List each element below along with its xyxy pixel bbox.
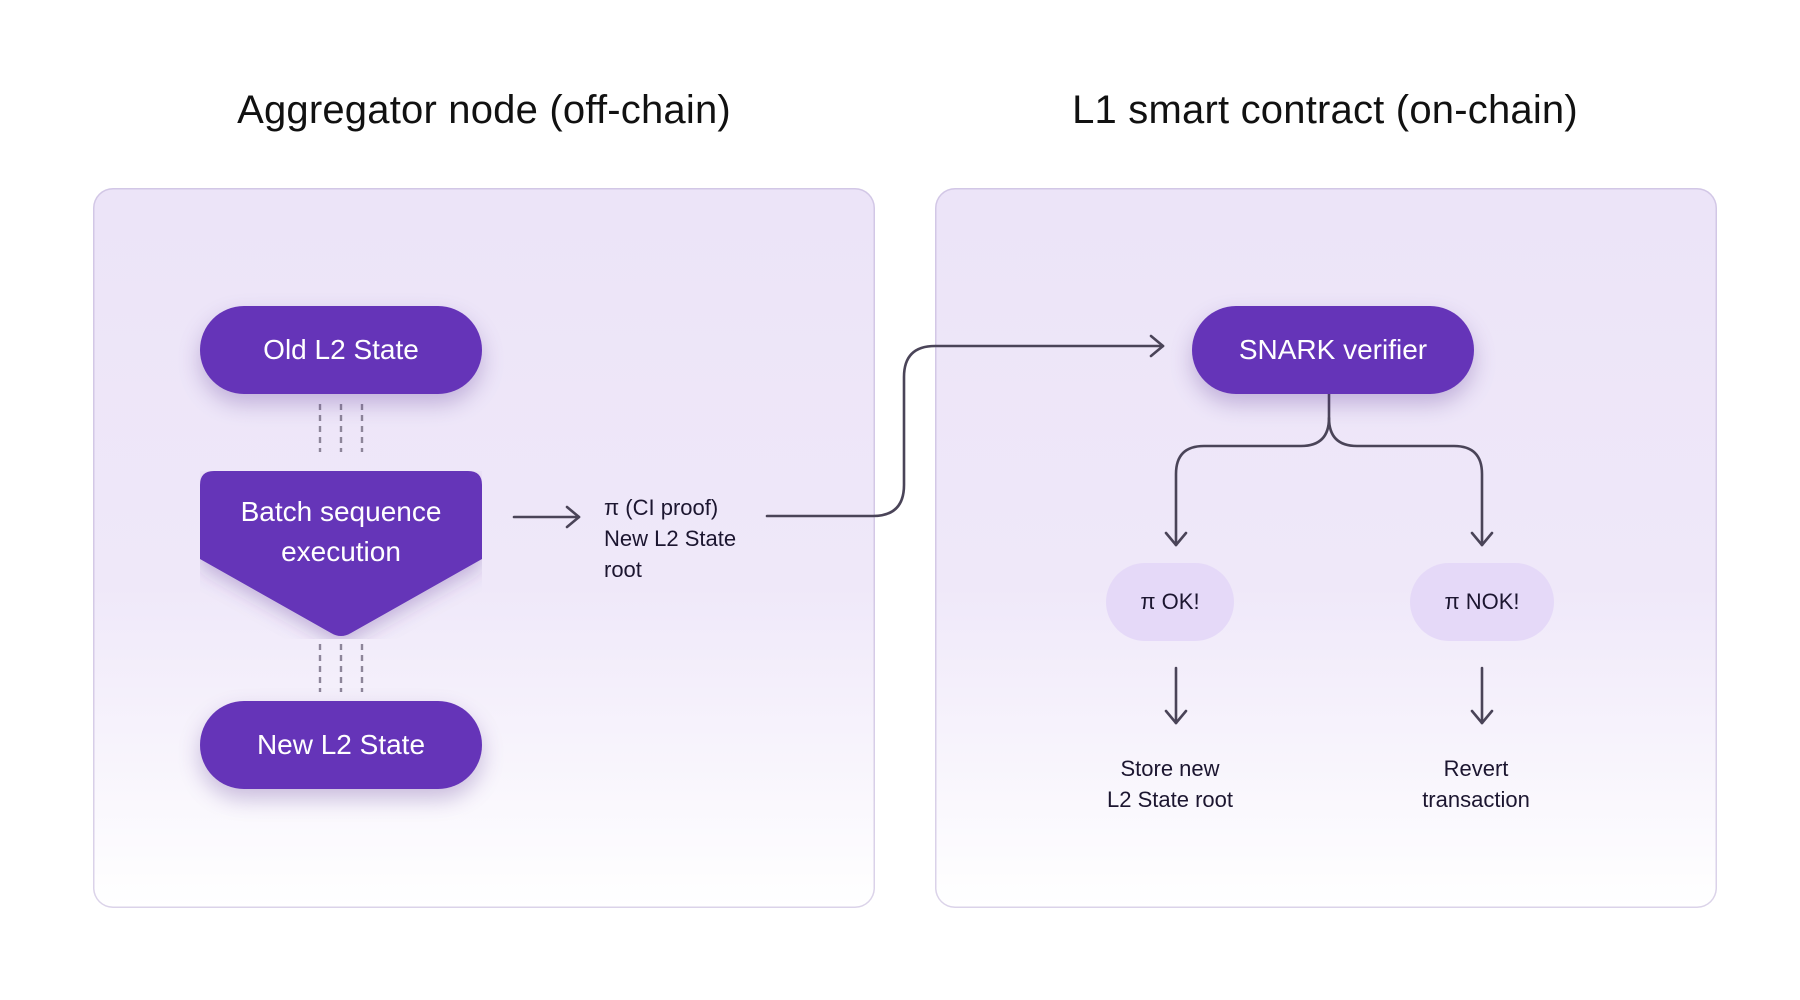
l1-contract-panel (935, 188, 1717, 908)
proof-label-line-3: root (604, 557, 642, 582)
proof-ok-node: π OK! (1106, 563, 1234, 641)
proof-label-line-2: New L2 State (604, 526, 737, 551)
new-l2-state-node: New L2 State (200, 701, 482, 789)
l1-contract-title: L1 smart contract (on-chain) (1072, 88, 1578, 132)
store-outcome-line-2: L2 State root (1107, 787, 1233, 812)
store-outcome-line-1: Store new (1120, 756, 1220, 781)
batch-execution-label: Batch sequence execution (200, 492, 482, 572)
batch-label-line-2: execution (281, 536, 401, 567)
batch-execution-shape (200, 471, 482, 636)
old-l2-state-node: Old L2 State (200, 306, 482, 394)
revert-transaction-outcome: Revert transaction (1366, 753, 1586, 815)
proof-label-line-1: π (CI proof) (604, 495, 719, 520)
batch-label-line-1: Batch sequence (240, 496, 442, 527)
snark-verifier-node: SNARK verifier (1192, 306, 1474, 394)
aggregator-title: Aggregator node (off-chain) (237, 88, 731, 132)
store-root-outcome: Store new L2 State root (1060, 753, 1280, 815)
proof-label: π (CI proof) New L2 State root (604, 492, 736, 585)
revert-outcome-line-1: Revert (1443, 756, 1509, 781)
revert-outcome-line-2: transaction (1422, 787, 1530, 812)
proof-nok-node: π NOK! (1410, 563, 1554, 641)
